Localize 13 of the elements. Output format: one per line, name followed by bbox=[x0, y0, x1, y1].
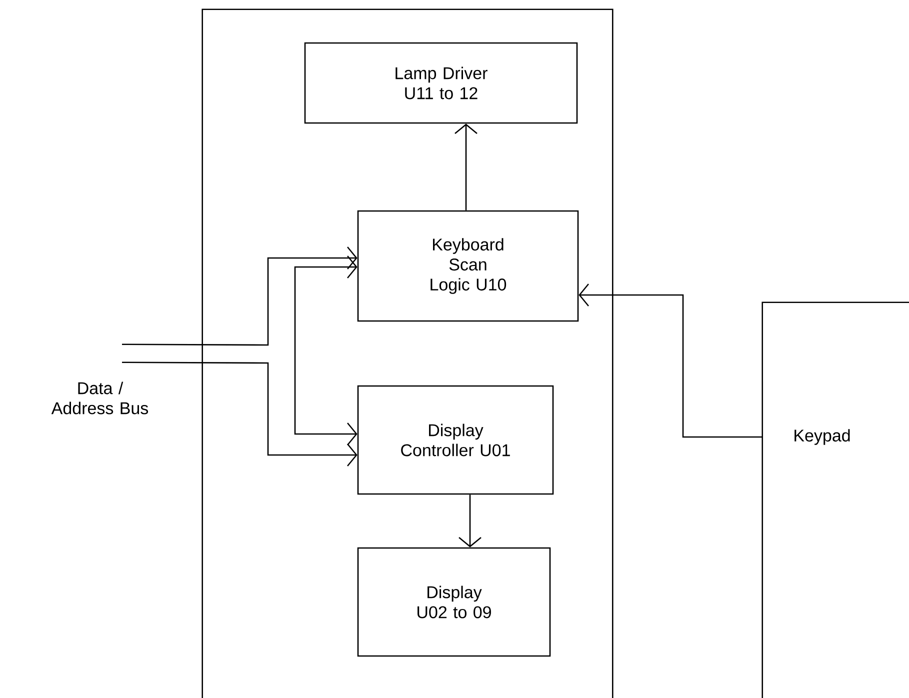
arrow bbox=[122, 246, 358, 346]
block-box: Display Controller U01 bbox=[357, 385, 554, 495]
arrow bbox=[578, 284, 762, 438]
block-box: Keyboard Scan Logic U10 bbox=[357, 210, 579, 322]
bus-label: Data / Address Bus bbox=[51, 382, 148, 414]
arrow bbox=[122, 362, 358, 466]
arrow bbox=[294, 256, 358, 446]
block-box: Display U02 to 09 bbox=[357, 547, 551, 657]
block-box: Lamp Driver U11 to 12 bbox=[304, 42, 578, 124]
arrow bbox=[458, 494, 482, 548]
enclosure-box bbox=[202, 8, 614, 698]
block-box: Keypad bbox=[762, 302, 909, 698]
arrow bbox=[454, 124, 478, 210]
